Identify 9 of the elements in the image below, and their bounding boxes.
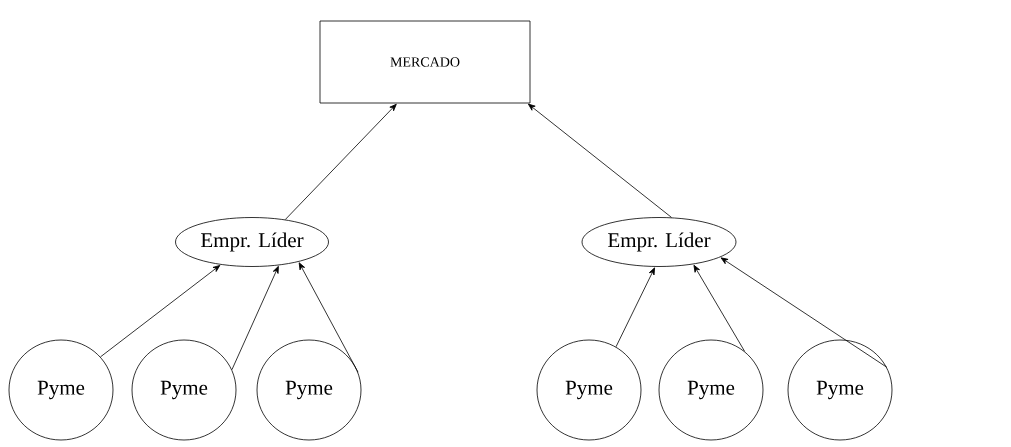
arrow <box>284 103 397 220</box>
arrow <box>615 267 655 348</box>
arrow <box>693 264 745 352</box>
arrow <box>100 265 221 358</box>
arrow <box>231 265 279 371</box>
arrow <box>298 262 359 373</box>
market-box: MERCADO <box>319 20 531 104</box>
arrow <box>720 257 888 368</box>
arrow <box>527 103 672 218</box>
